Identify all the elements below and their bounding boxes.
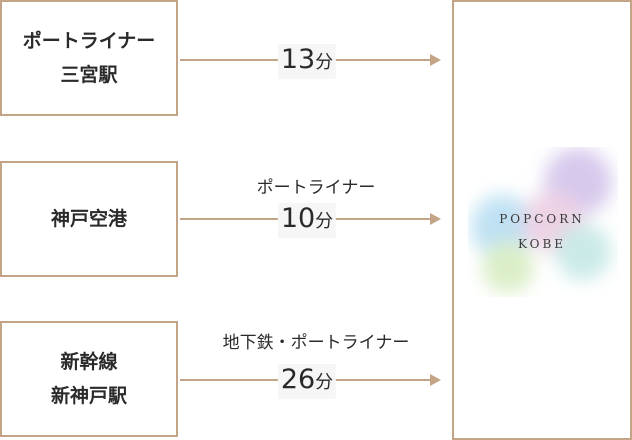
time-value: 26 (280, 364, 316, 395)
time-unit: 分 (315, 52, 334, 73)
time-value: 10 (280, 203, 316, 234)
origin-line1: 神戸空港 (50, 208, 127, 230)
destination-name-line1: POPCORN (499, 212, 585, 226)
origin-box-shin-kobe: 新幹線 新神戸駅 (0, 321, 178, 437)
travel-time: 13分 (277, 44, 337, 79)
route-label: ポートライナー (256, 178, 376, 198)
time-value: 13 (280, 44, 316, 75)
arrow-head-icon (430, 374, 441, 386)
travel-time: 10分 (277, 203, 337, 238)
origin-line1: ポートライナー (22, 30, 156, 52)
travel-time: 26分 (277, 364, 337, 399)
time-unit: 分 (315, 211, 334, 232)
arrow-head-icon (430, 213, 441, 225)
origin-line2: 三宮駅 (60, 64, 118, 86)
origin-box-sannomiya: ポートライナー 三宮駅 (0, 0, 178, 116)
watercolor-logo-art (471, 148, 612, 293)
destination-name-line2: KOBE (517, 237, 567, 251)
origin-line2: 新神戸駅 (50, 385, 127, 407)
origin-box-kobe-airport: 神戸空港 (0, 161, 178, 277)
destination-box: POPCORN KOBE (452, 0, 632, 440)
time-unit: 分 (315, 372, 334, 393)
origin-line1: 新幹線 (60, 351, 118, 373)
arrow-head-icon (430, 54, 441, 66)
route-label: 地下鉄・ポートライナー (222, 333, 410, 353)
